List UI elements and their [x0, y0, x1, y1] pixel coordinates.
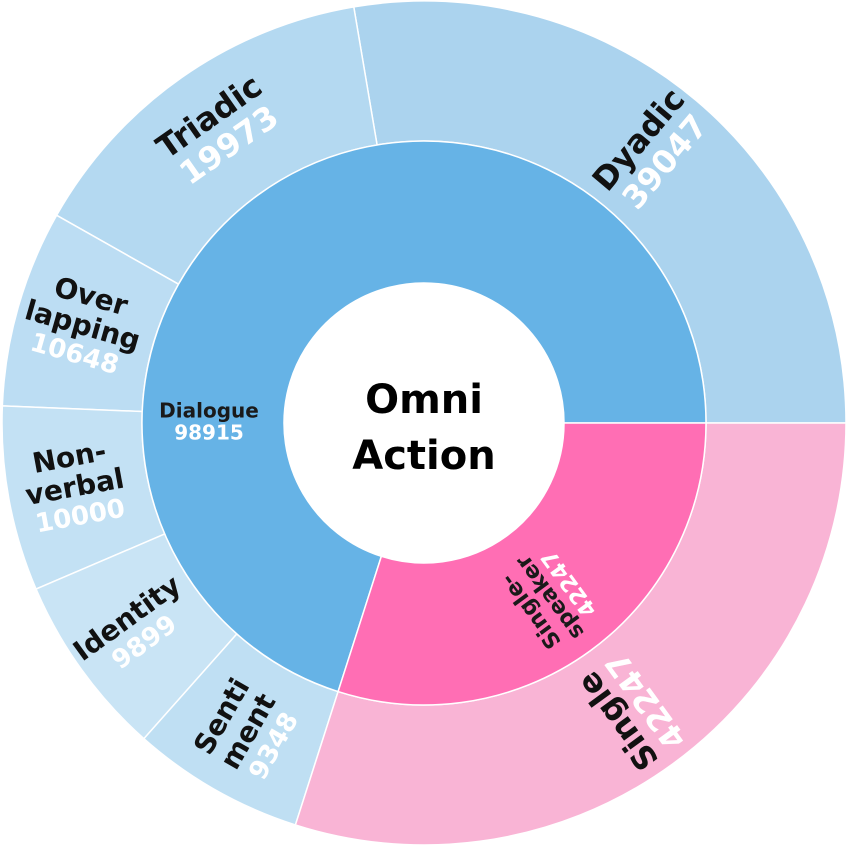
- inner-dialogue-value: 98915: [174, 420, 244, 444]
- center-label-line-1: Omni: [365, 377, 483, 423]
- inner-ring: [141, 140, 707, 706]
- center-hole: [284, 283, 564, 563]
- inner-dialogue-label-1: Dialogue: [159, 399, 259, 423]
- center-label-line-2: Action: [352, 433, 495, 479]
